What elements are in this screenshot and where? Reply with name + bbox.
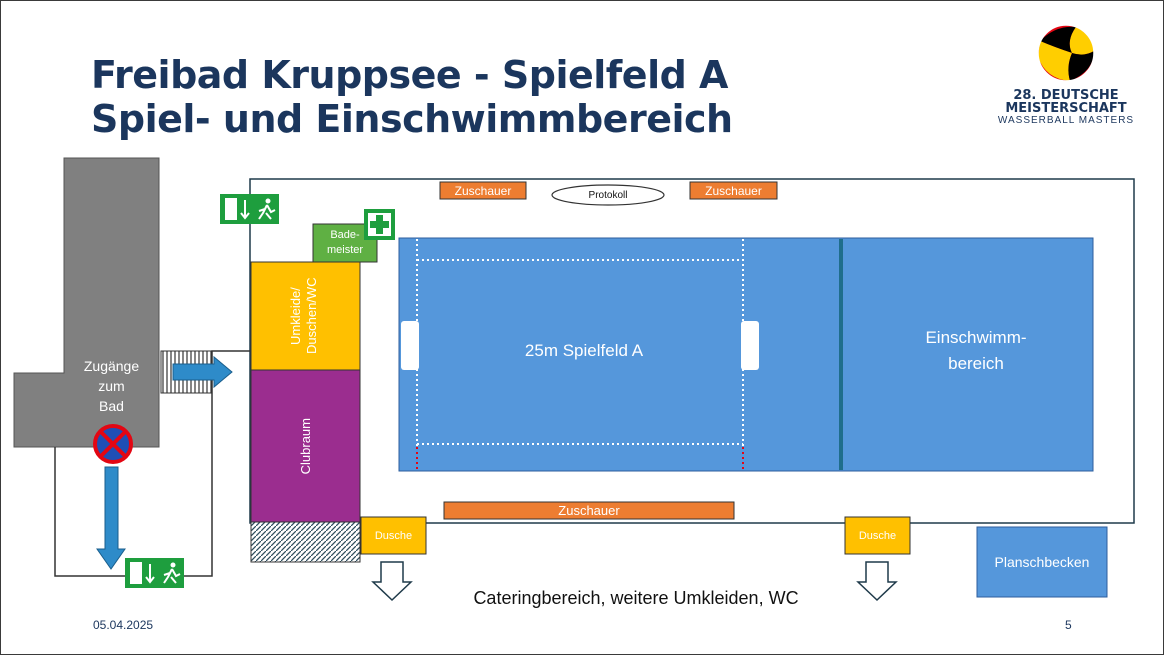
entrance-building [13,157,160,448]
no-parking-icon [93,424,133,464]
spectators-left-area [439,181,527,200]
goal-left [401,321,419,370]
changing-label-wrap: Umkleide/ Duschen/WC [251,262,360,370]
path-outline [54,350,250,577]
storage-hatched [250,521,361,563]
entrance-label: Zugänge zum Bad [83,358,140,414]
shower-left-label: Dusche [374,529,413,542]
championship-logo: 28. DEUTSCHE MEISTERSCHAFT WASSERBALL MA… [991,23,1141,127]
spectators-left-label: Zuschauer [454,183,512,198]
kids-pool-label: Planschbecken [994,554,1090,570]
spectators-right-area [689,181,778,200]
spectators-bottom-area [443,501,735,520]
spectators-bottom-label: Zuschauer [558,503,620,518]
clubroom-label-wrap: Clubraum [251,370,360,522]
changing-rooms-area [250,261,361,371]
kids-pool [976,526,1108,598]
title-line-2: Spiel- und Einschwimmbereich [91,97,733,141]
clubroom-area [250,369,361,523]
logo-line-3: WASSERBALL MASTERS [997,115,1135,126]
warmup-label: Einschwimm- bereich [925,328,1027,373]
logo-line-2: MEISTERSCHAFT [1005,101,1127,116]
changing-label: Umkleide/ Duschen/WC [287,277,319,355]
water-polo-ball-icon [1037,24,1095,82]
page-number: 5 [1065,618,1072,632]
lifeguard-label: Bade- meister [326,229,364,256]
field-label: 25m Spielfeld A [524,341,644,360]
first-aid-icon [364,209,395,240]
emergency-exit-icon [220,194,279,224]
shower-left-area [360,516,427,555]
spectators-right-label: Zuschauer [705,183,762,198]
logo-line-1: 28. DEUTSCHE [1013,88,1119,103]
arrow-down-icon [96,466,126,570]
protocol-label: Protokoll [588,189,628,201]
hollow-arrow-down-icon [856,561,898,602]
hollow-arrow-down-icon [371,561,413,602]
catering-label: Cateringbereich, weitere Umkleiden, WC [473,587,799,608]
page-title: Freibad Kruppsee - Spielfeld A Spiel- un… [91,53,733,141]
goal-right [741,321,759,370]
protocol-ellipse [551,184,665,206]
footer-date: 05.04.2025 [93,618,154,632]
shower-right-area [844,516,911,555]
title-line-1: Freibad Kruppsee - Spielfeld A [91,53,728,97]
emergency-exit-icon [125,558,184,588]
clubroom-label: Clubraum [298,417,313,475]
arrow-right-icon [172,355,233,389]
shower-right-label: Dusche [858,529,897,542]
